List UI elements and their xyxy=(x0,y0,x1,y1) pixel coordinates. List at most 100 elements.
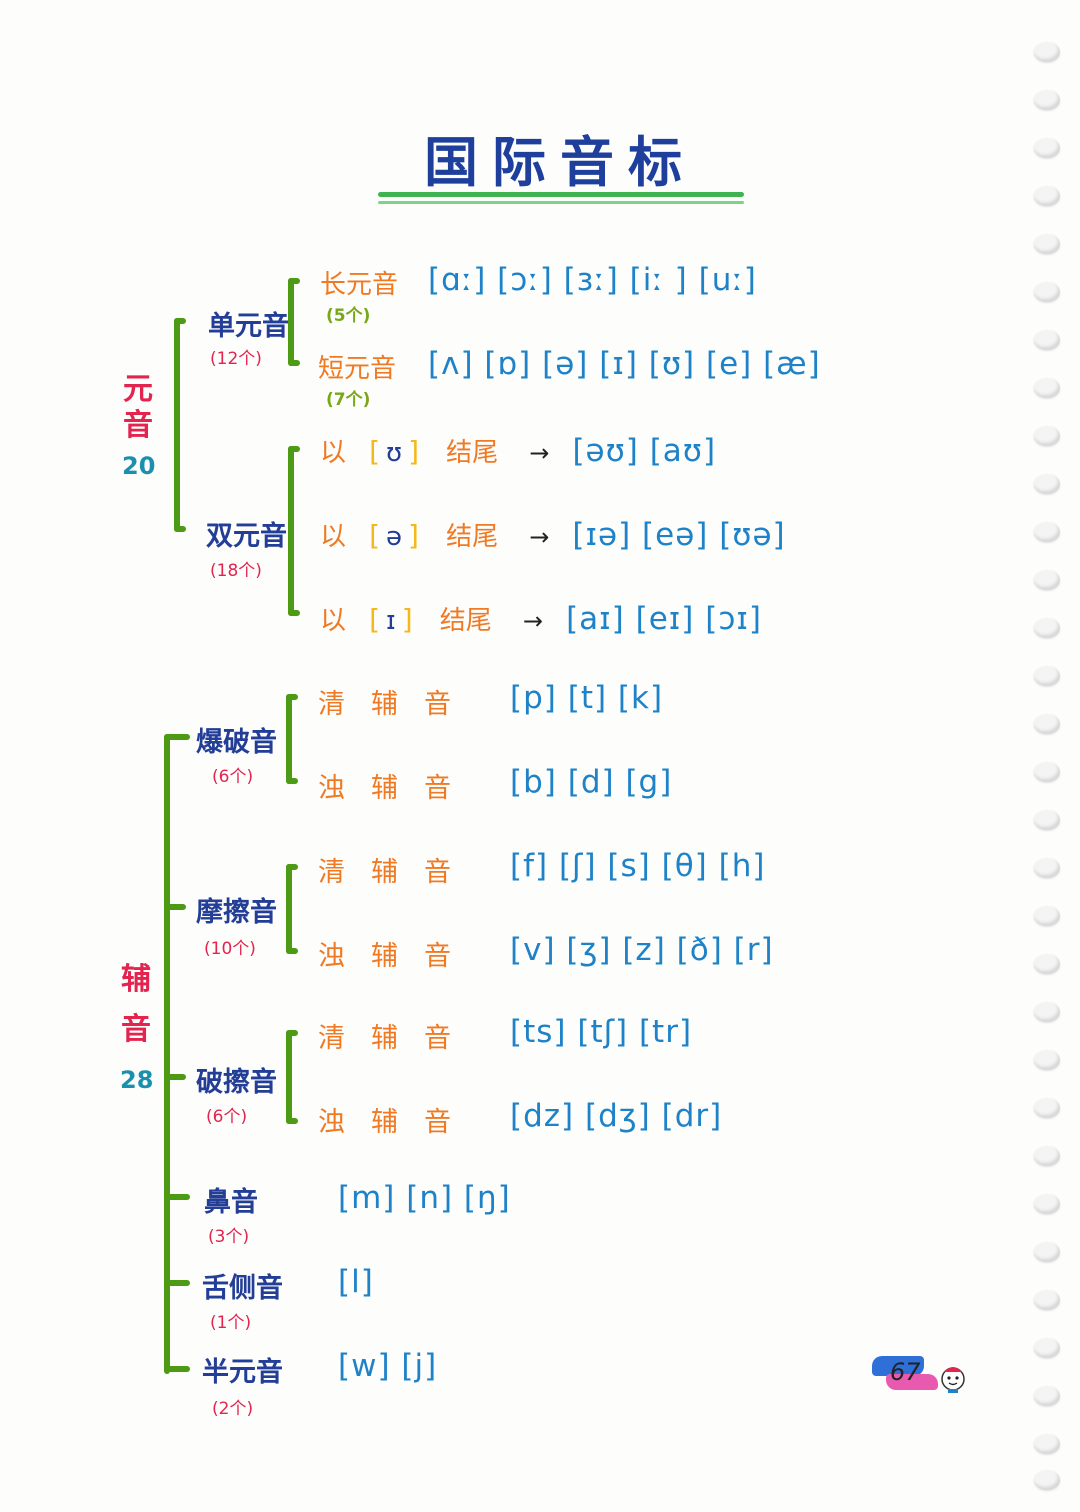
spiral-ring xyxy=(1034,906,1060,926)
fricative-bracket-bottom xyxy=(286,948,298,954)
affricate-voiceless-symbols: [ts] [tʃ] [tr] xyxy=(510,1014,693,1050)
spiral-ring xyxy=(1034,330,1060,350)
spiral-ring xyxy=(1034,42,1060,62)
fricative-voiced-symbols: [v] [ʒ] [z] [ð] [r] xyxy=(510,932,774,968)
nasal-count: (3个) xyxy=(208,1227,250,1247)
plosive-voiceless-symbols: [p] [t] [k] xyxy=(510,680,664,716)
diphthong-row-1-result: [əʊ] [aʊ] xyxy=(572,433,717,469)
diphthong-row-1-bracket-close: ] xyxy=(408,435,420,468)
spiral-ring xyxy=(1034,378,1060,398)
diphthong-row-2-result: [ɪə] [eə] [ʊə] xyxy=(572,517,786,553)
long-vowels-label: 长元音 xyxy=(320,270,399,300)
spiral-ring xyxy=(1034,426,1060,446)
spiral-ring xyxy=(1034,474,1060,494)
vowels-total-count: 20 xyxy=(122,452,156,480)
page-title: 国际音标 xyxy=(424,131,696,194)
long-vowels-count: (5个) xyxy=(326,306,371,326)
vowels-label-char-1: 元 xyxy=(123,372,153,407)
diphthong-row-2-prefix: 以 xyxy=(320,522,347,552)
spiral-ring xyxy=(1034,282,1060,302)
affricate-bracket xyxy=(286,1030,292,1124)
affricate-voiceless-label: 清辅音 xyxy=(318,1023,477,1054)
monophthong-bracket-top xyxy=(288,278,300,284)
consonants-label-char-2: 音 xyxy=(121,1012,151,1047)
spiral-ring xyxy=(1034,1050,1060,1070)
semivowel-symbols: [w] [j] xyxy=(338,1348,438,1384)
spiral-ring xyxy=(1034,1338,1060,1358)
spiral-ring xyxy=(1034,1146,1060,1166)
plosive-bracket xyxy=(286,694,292,784)
vowels-bracket-top xyxy=(174,318,186,324)
diphthong-row-3-bracket-open: [ xyxy=(369,603,381,636)
page-number-highlight-blue xyxy=(872,1356,924,1376)
title-underline xyxy=(378,192,744,197)
affricate-label: 破擦音 xyxy=(196,1067,277,1098)
spiral-ring xyxy=(1034,618,1060,638)
long-vowels-symbols: [ɑː] [ɔː] [ɜː] [iː ] [uː] xyxy=(428,262,757,298)
diphthong-row-2-bracket-close: ] xyxy=(408,519,419,552)
nasal-label: 鼻音 xyxy=(204,1187,258,1218)
diphthong-row-1-symbol: ʊ xyxy=(386,438,403,468)
affricate-count: (6个) xyxy=(206,1107,248,1127)
diphthong-row-2-symbol: ə xyxy=(386,522,403,552)
consonants-branch-plosive xyxy=(164,734,190,740)
fricative-bracket xyxy=(286,864,292,954)
lateral-count: (1个) xyxy=(210,1313,252,1333)
spiral-ring xyxy=(1034,714,1060,734)
consonants-branch-affricate xyxy=(164,1074,186,1080)
affricate-voiced-symbols: [dz] [dʒ] [dr] xyxy=(510,1098,723,1134)
diphthong-count: (18个) xyxy=(210,561,262,581)
monophthong-bracket-bottom xyxy=(288,360,300,366)
fricative-bracket-top xyxy=(286,864,298,870)
diphthong-row-1-prefix: 以 xyxy=(320,438,347,468)
affricate-bracket-top xyxy=(286,1030,298,1036)
plosive-voiced-label: 浊辅音 xyxy=(318,773,477,804)
page-number: 67 xyxy=(890,1358,921,1386)
fricative-label: 摩擦音 xyxy=(196,897,277,928)
spiral-ring xyxy=(1034,1470,1060,1490)
nasal-symbols: [m] [n] [ŋ] xyxy=(338,1180,511,1216)
spiral-ring xyxy=(1034,762,1060,782)
diphthong-row-1-arrow: → xyxy=(529,439,550,467)
consonants-branch-lateral xyxy=(164,1280,190,1286)
spiral-ring xyxy=(1034,954,1060,974)
spiral-ring xyxy=(1034,1098,1060,1118)
diphthong-row-3-prefix: 以 xyxy=(320,606,347,636)
fricative-voiceless-symbols: [f] [ʃ] [s] [θ] [h] xyxy=(510,848,766,884)
diphthong-row-2-suffix: 结尾 xyxy=(446,522,499,552)
diphthong-bracket xyxy=(288,446,294,616)
spiral-ring xyxy=(1034,138,1060,158)
spiral-ring xyxy=(1034,858,1060,878)
diphthong-label: 双元音 xyxy=(206,521,287,552)
spiral-ring xyxy=(1034,1434,1060,1454)
spiral-ring xyxy=(1034,1386,1060,1406)
spiral-ring xyxy=(1034,522,1060,542)
spiral-ring xyxy=(1034,666,1060,686)
diphthong-row-1-bracket-open: [ xyxy=(369,435,381,468)
spiral-ring xyxy=(1034,1242,1060,1262)
plosive-bracket-bottom xyxy=(286,778,298,784)
consonants-label-char-1: 辅 xyxy=(121,962,151,997)
diphthong-row-3-arrow: → xyxy=(522,607,543,635)
consonants-total-count: 28 xyxy=(120,1066,154,1094)
title-underline-secondary xyxy=(378,201,744,204)
plosive-voiced-symbols: [b] [d] [g] xyxy=(510,764,673,800)
mascot-doodle-icon xyxy=(936,1360,970,1394)
spiral-ring xyxy=(1034,570,1060,590)
diphthong-row-1-suffix: 结尾 xyxy=(446,438,499,468)
monophthong-count: (12个) xyxy=(210,349,262,369)
affricate-bracket-bottom xyxy=(286,1118,298,1124)
spiral-ring xyxy=(1034,234,1060,254)
diphthong-row-1: 以 [ʊ] 结尾 → [əʊ] [aʊ] xyxy=(320,432,716,469)
fricative-voiced-label: 浊辅音 xyxy=(318,941,477,972)
vowels-bracket xyxy=(174,318,180,532)
diphthong-row-3: 以 [ɪ] 结尾 → [aɪ] [eɪ] [ɔɪ] xyxy=(320,600,762,637)
vowels-category-label: 元 音 xyxy=(118,372,158,444)
plosive-count: (6个) xyxy=(212,767,254,787)
diphthong-row-3-symbol: ɪ xyxy=(386,606,396,636)
vowels-label-char-2: 音 xyxy=(123,408,153,443)
spiral-ring xyxy=(1034,1002,1060,1022)
plosive-voiceless-label: 清辅音 xyxy=(318,689,477,720)
lateral-label: 舌侧音 xyxy=(202,1273,283,1304)
diphthong-bracket-top xyxy=(288,446,300,452)
